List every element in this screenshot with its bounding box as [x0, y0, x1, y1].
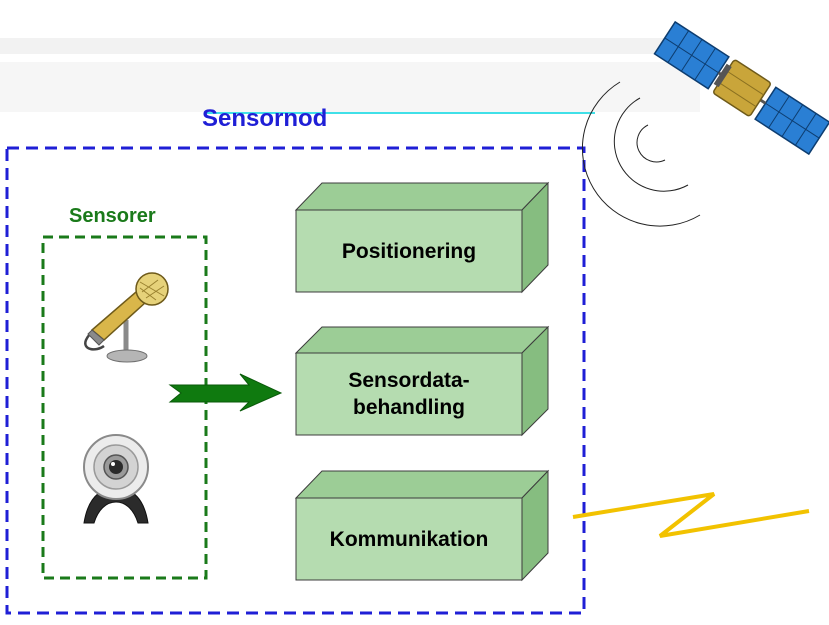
sensor-node-title: Sensornod — [202, 105, 328, 132]
module-box-kommunikation — [294, 469, 550, 582]
module-label-sensordatabehandling: Sensordata- behandling — [348, 369, 470, 419]
satellite-icon — [653, 20, 829, 156]
webcam-icon — [83, 434, 149, 524]
module-box-positionering — [294, 181, 550, 294]
radio-link-icon — [572, 492, 810, 538]
sensor-node-container — [5, 146, 586, 615]
header-band-top — [0, 38, 700, 54]
sensors-container — [41, 235, 208, 580]
signal-waves-icon — [581, 81, 701, 227]
cyan-divider — [205, 112, 595, 114]
arrow-right-icon — [168, 373, 283, 412]
sensors-title: Sensorer — [69, 205, 156, 227]
header-band — [0, 36, 700, 118]
header-band-bottom — [0, 62, 700, 112]
module-label-kommunikation: Kommunikation — [329, 527, 489, 551]
microphone-icon — [84, 272, 169, 363]
module-label-positionering: Positionering — [341, 239, 477, 263]
module-box-sensordatabehandling — [294, 325, 550, 437]
